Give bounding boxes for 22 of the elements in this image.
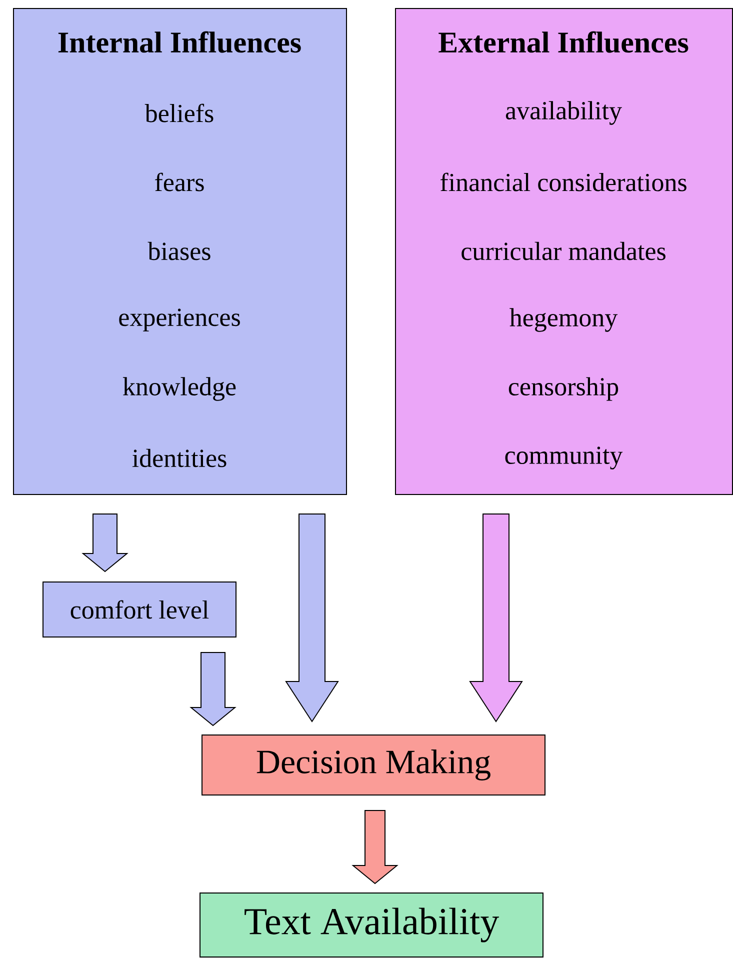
list-item: knowledge: [122, 377, 236, 401]
list-item: beliefs: [144, 104, 214, 122]
list-item: curricular mandates: [462, 242, 666, 260]
list-item: availability: [506, 101, 622, 125]
list-item: financial considerations: [440, 172, 686, 192]
list-item: hegemony: [510, 308, 618, 332]
list-item: censorship: [508, 377, 618, 401]
block-arrow: [352, 810, 398, 884]
box-heading: External Influences: [438, 31, 688, 53]
block-arrow: [190, 652, 236, 726]
list-item: biases: [148, 242, 210, 260]
process-box: Decision Making: [202, 734, 546, 796]
block-arrow: [82, 514, 128, 572]
list-item: identities: [132, 448, 226, 468]
process-box: comfort level: [42, 582, 236, 638]
list-item: experiences: [119, 308, 240, 332]
list-item: fears: [155, 172, 204, 192]
box-heading: Internal Influences: [58, 31, 301, 53]
process-box: Text Availability: [200, 892, 544, 958]
block-arrow: [469, 514, 523, 722]
block-arrow: [285, 514, 339, 722]
list-item: community: [505, 446, 623, 470]
